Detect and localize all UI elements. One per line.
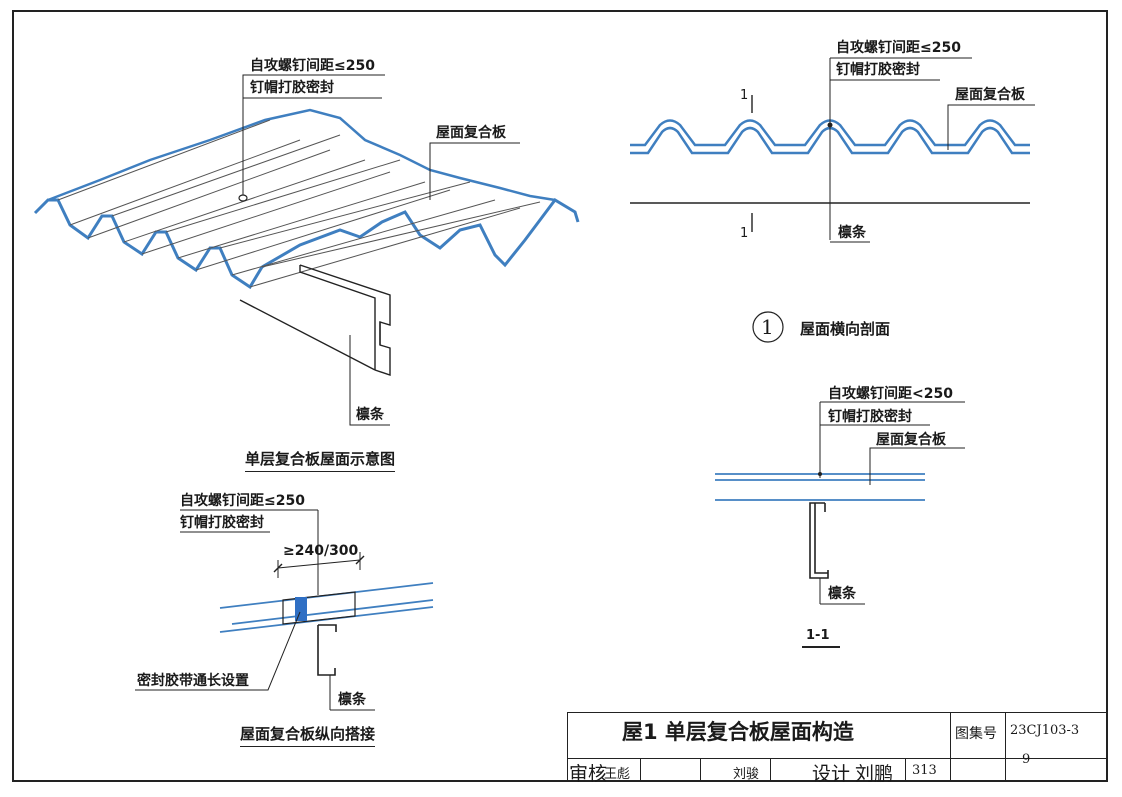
leader-panel-b — [947, 104, 1035, 150]
panel-front-profile — [33, 198, 264, 290]
label-section-1-1: 1-1 — [806, 628, 830, 643]
page-code: 313 — [912, 763, 937, 778]
sealant-tape-block — [295, 597, 307, 621]
screw-head — [238, 194, 248, 202]
label-purlin-b: 檩条 — [838, 225, 866, 241]
label-sealant-tape: 密封胶带通长设置 — [137, 673, 249, 689]
sheet-border — [12, 10, 1108, 782]
label-purlin-c: 檩条 — [338, 692, 366, 708]
designer-name: 刘鹏 — [855, 763, 894, 785]
label-lap-width: ≥240/300 — [283, 543, 359, 559]
label-cap-seal-c: 钉帽打胶密封 — [180, 515, 264, 531]
review-label: 审核 — [569, 763, 608, 785]
label-cap-seal-b: 钉帽打胶密封 — [836, 62, 920, 78]
label-screw-spacing-d: 自攻螺钉间距<250 — [828, 386, 953, 402]
checker-name: 刘骏 — [733, 767, 760, 782]
longitudinal-lap — [135, 509, 434, 711]
design-label: 设计 — [812, 763, 851, 785]
label-cap-seal-a: 钉帽打胶密封 — [250, 80, 334, 96]
label-purlin-d: 檩条 — [828, 586, 856, 602]
detail-circle — [752, 311, 784, 343]
label-screw-spacing-b: 自攻螺钉间距≤250 — [836, 40, 961, 56]
panel-right-profile — [261, 198, 580, 269]
label-screw-spacing-c: 自攻螺钉间距≤250 — [180, 493, 305, 509]
label-purlin-a: 檩条 — [356, 407, 384, 423]
label-cap-seal-d: 钉帽打胶密封 — [828, 409, 912, 425]
leader-sealant — [135, 611, 301, 691]
title-block — [567, 712, 1108, 782]
caption-transverse-section: 屋面横向剖面 — [800, 320, 891, 338]
atlas-label: 图集号 — [955, 726, 997, 742]
panel-back-edge — [47, 108, 556, 202]
label-panel-b: 屋面复合板 — [955, 87, 1025, 103]
panel-ridges — [57, 119, 541, 288]
isometric-roof-panel — [33, 74, 580, 426]
purlin-channel-3d — [239, 264, 391, 376]
reviewer-name: 王彪 — [604, 767, 631, 782]
label-panel-d: 屋面复合板 — [876, 432, 946, 448]
leader-purlin-a — [349, 335, 390, 426]
atlas-number: 23CJ103-3 — [1010, 723, 1080, 738]
purlin-channel-c — [317, 624, 337, 676]
page-number: 9 — [1022, 752, 1031, 767]
drawing-title: 屋1 单层复合板屋面构造 — [622, 720, 854, 744]
caption-roof-schematic: 单层复合板屋面示意图 — [245, 448, 396, 472]
label-screw-spacing-a: 自攻螺钉间距≤250 — [250, 58, 375, 74]
caption-longitudinal-lap: 屋面复合板纵向搭接 — [240, 723, 376, 747]
label-section-mark-top: 1 — [740, 88, 749, 103]
leader-screw-a — [242, 74, 385, 195]
leader-panel-a — [429, 142, 520, 200]
purlin-channel-d — [809, 502, 829, 579]
transverse-section — [630, 57, 1035, 343]
detail-number: 1 — [761, 315, 774, 339]
leader-panel-d — [869, 447, 965, 485]
label-section-mark-bottom: 1 — [740, 226, 749, 241]
label-panel-a: 屋面复合板 — [436, 125, 506, 141]
section-1-1 — [715, 401, 965, 648]
